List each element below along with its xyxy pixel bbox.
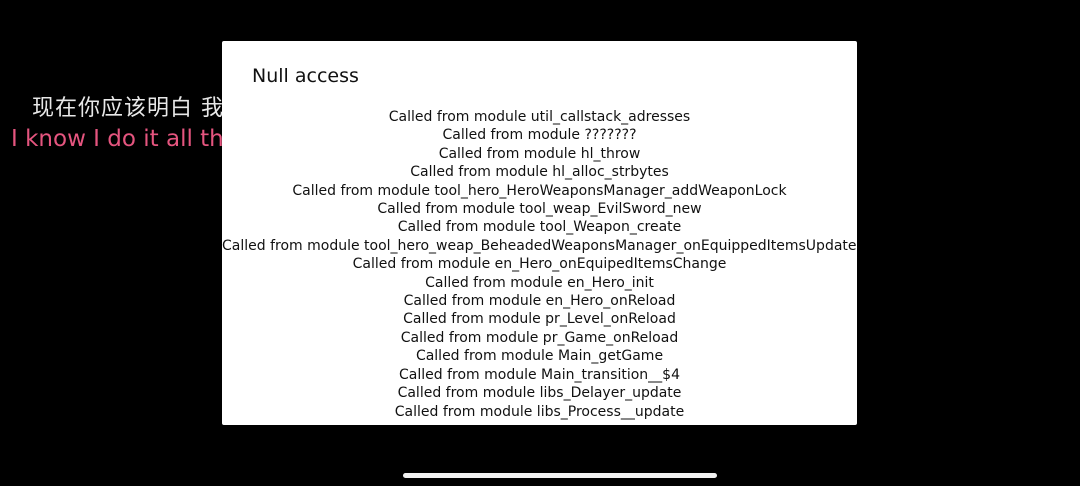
- callstack-line: Called from module util_callstack_adress…: [388, 109, 691, 125]
- callstack-list: Called from module util_callstack_adress…: [222, 108, 857, 421]
- dialog-title: Null access: [252, 65, 359, 87]
- callstack-line: Called from module pr_Game_onReload: [400, 329, 679, 346]
- callstack-line: Called from module hl_alloc_strbytes: [410, 164, 669, 181]
- callstack-line: Called from module tool_weap_EvilSword_n…: [377, 201, 702, 218]
- callstack-line: Called from module libs_Process__update: [394, 403, 685, 420]
- callstack-line: Called from module hl_throw: [438, 145, 641, 162]
- error-dialog: Null access Called from module util_call…: [222, 41, 857, 425]
- callstack-line: Called from module tool_hero_weap_Behead…: [222, 237, 857, 254]
- callstack-line: Called from module libs_Delayer_update: [397, 385, 682, 402]
- callstack-line: Called from module Main_transition__$4: [399, 366, 680, 383]
- callstack-line: Called from module en_Hero_onEquipedItem…: [352, 256, 727, 273]
- callstack-line: Called from module en_Hero_onReload: [403, 293, 676, 310]
- callstack-line: Called from module tool_Weapon_create: [397, 219, 682, 236]
- callstack-line: Called from module tool_hero_HeroWeapons…: [292, 182, 787, 199]
- home-indicator[interactable]: [403, 473, 717, 478]
- callstack-line: Called from module Main_getGame: [415, 348, 664, 365]
- callstack-line: Called from module en_Hero_init: [425, 274, 654, 291]
- callstack-line: Called from module pr_Level_onReload: [403, 311, 676, 328]
- callstack-line: Called from module ???????: [442, 127, 637, 144]
